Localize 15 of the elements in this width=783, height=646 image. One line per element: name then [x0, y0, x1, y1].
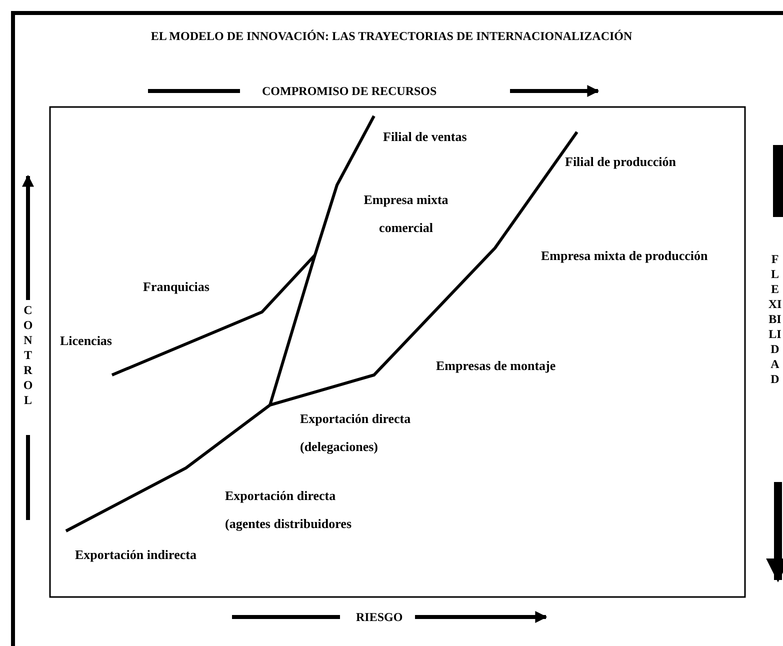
trajectory-label: Licencias	[60, 332, 112, 350]
trajectory-label: Filial de ventas	[383, 128, 467, 146]
trajectory-label: Exportación directa (delegaciones)	[300, 410, 412, 456]
trajectory-label: Exportación directa (agentes distribuidores	[225, 487, 353, 533]
diagram-title: EL MODELO DE INNOVACIÓN: LAS TRAYECTORIAS DE INTERNACIONALIZACIÓN	[150, 28, 634, 45]
trajectory-label: Exportación indirecta	[75, 546, 196, 564]
trajectory-label: Franquicias	[143, 278, 210, 296]
trajectory-label: Filial de producción	[565, 153, 676, 171]
axis-label: FLEXIBILIDAD	[768, 252, 782, 387]
axis-label: COMPROMISO DE RECURSOS	[262, 83, 437, 100]
trajectory-label: Empresa mixta de producción	[541, 247, 708, 265]
axis-label: CONTROL	[22, 303, 34, 408]
axis-label: RIESGO	[356, 609, 403, 626]
trajectory-label: Empresa mixta comercial	[362, 191, 450, 237]
trajectory-label: Empresas de montaje	[436, 357, 556, 375]
